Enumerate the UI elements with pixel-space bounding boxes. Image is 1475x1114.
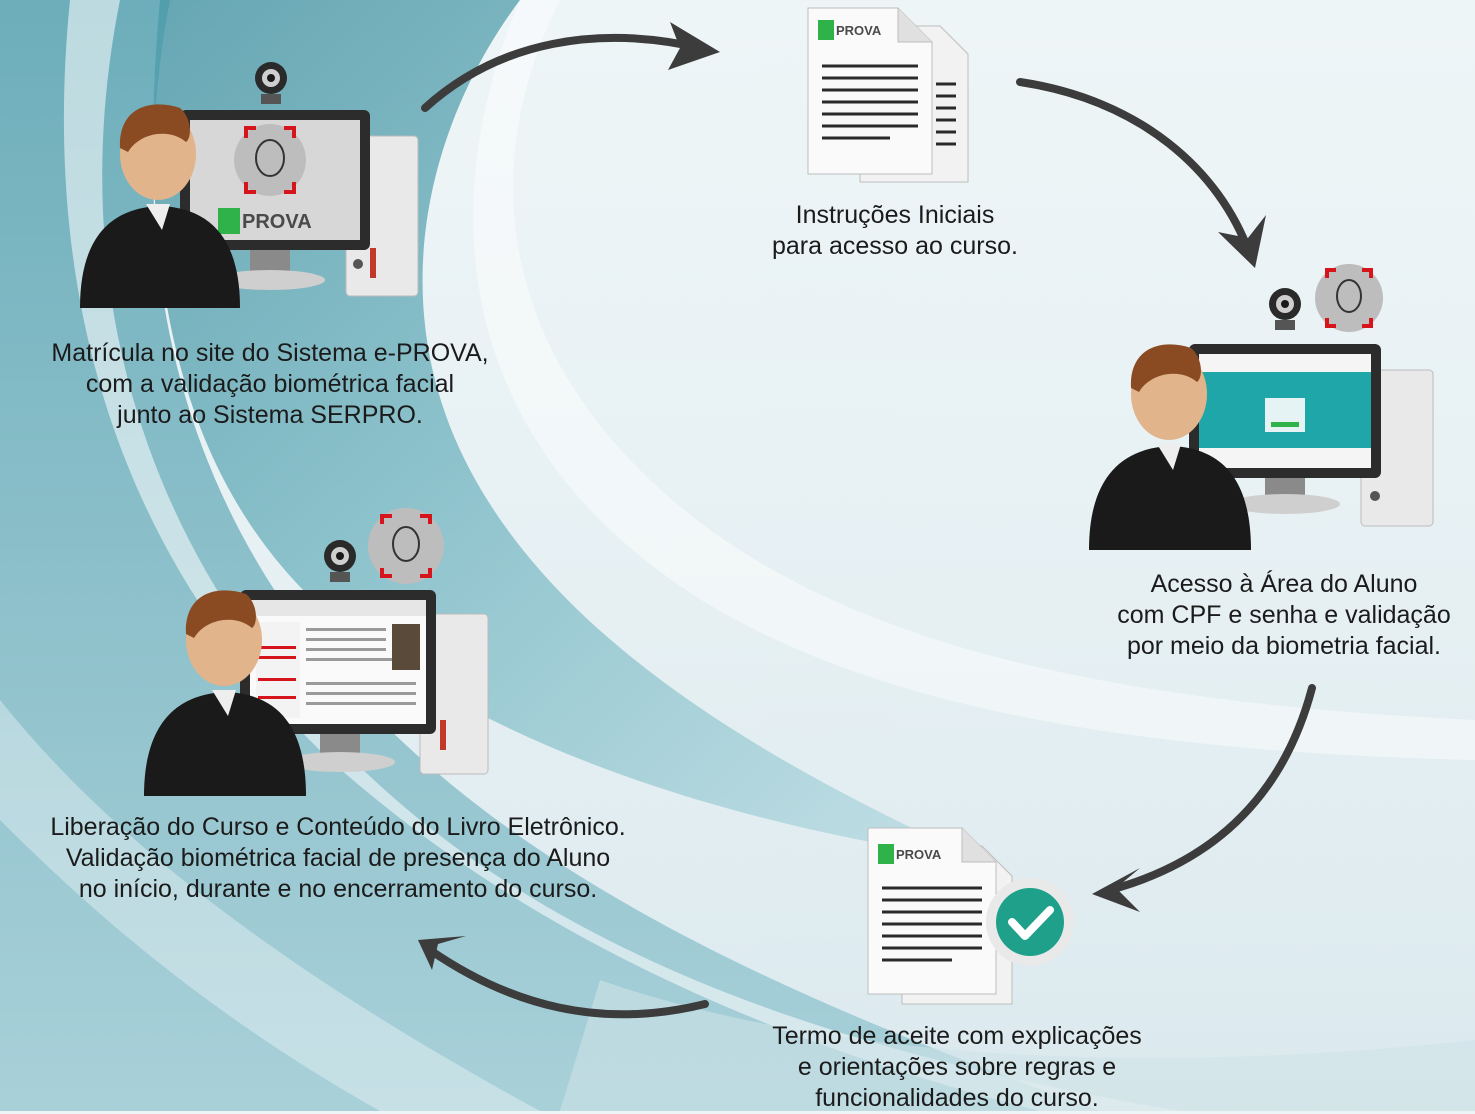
caption-line: para acesso ao curso. <box>772 232 1018 260</box>
svg-text:PROVA: PROVA <box>242 211 312 233</box>
monitor-icon <box>1189 344 1381 514</box>
caption-line: com CPF e senha e validação <box>1117 601 1451 629</box>
face-scan-icon <box>368 508 444 584</box>
step-acesso-illustration <box>1085 260 1445 556</box>
step-liberacao-caption: Liberação do Curso e Conteúdo do Livro E… <box>8 812 668 905</box>
document-check-icon: PROVA <box>867 827 1074 1005</box>
caption-line: Acesso à Área do Aluno <box>1150 570 1418 598</box>
step-termo-illustration: PROVA <box>862 826 1092 1006</box>
svg-text:PROVA: PROVA <box>896 847 942 862</box>
webcam-icon <box>324 540 356 582</box>
step-liberacao-illustration <box>140 506 500 796</box>
arrowhead-1 <box>668 22 720 70</box>
webcam-icon <box>255 62 287 104</box>
caption-line: junto ao Sistema SERPRO. <box>117 401 423 429</box>
user-avatar-icon <box>1089 344 1251 550</box>
step-acesso-caption: Acesso à Área do Aluno com CPF e senha e… <box>1095 569 1473 662</box>
svg-text:PROVA: PROVA <box>836 23 882 38</box>
arrowhead-3 <box>1092 868 1140 912</box>
arrow-1-to-2 <box>421 33 704 112</box>
caption-line: e orientações sobre regras e <box>797 1053 1117 1081</box>
caption-line: com a validação biométrica facial <box>85 370 455 398</box>
monitor-icon <box>240 590 436 772</box>
caption-line: Matrícula no site do Sistema e-PROVA, <box>51 339 489 367</box>
arrow-2-to-3 <box>1016 78 1254 259</box>
arrow-4-to-5 <box>426 946 709 1019</box>
caption-line: funcionalidades do curso. <box>815 1084 1099 1112</box>
step-matricula-illustration: PROVA <box>70 58 430 318</box>
step-matricula-caption: Matrícula no site do Sistema e-PROVA, co… <box>15 338 525 431</box>
pc-tower-icon <box>419 613 489 775</box>
caption-line: Termo de aceite com explicações <box>772 1022 1142 1050</box>
arrow-3-to-4 <box>1106 684 1316 894</box>
arrowhead-4 <box>418 936 466 970</box>
e-prova-logo-icon: PROVA <box>218 208 312 234</box>
user-avatar-icon <box>144 590 306 796</box>
caption-line: Liberação do Curso e Conteúdo do Livro E… <box>50 813 626 841</box>
caption-line: Validação biométrica facial de presença … <box>65 844 611 872</box>
caption-line: Instruções Iniciais <box>795 201 995 229</box>
step-termo-caption: Termo de aceite com explicações e orient… <box>742 1021 1172 1114</box>
arrowhead-2 <box>1218 215 1266 268</box>
user-avatar-icon <box>80 104 240 308</box>
step-instrucoes-caption: Instruções Iniciais para acesso ao curso… <box>735 200 1055 262</box>
step-instrucoes-illustration: PROVA <box>800 4 980 184</box>
caption-line: no início, durante e no encerramento do … <box>78 875 598 903</box>
documents-icon: PROVA <box>807 7 969 183</box>
webcam-icon <box>1269 288 1301 330</box>
face-scan-icon <box>1315 264 1383 332</box>
caption-line: por meio da biometria facial. <box>1126 632 1442 660</box>
face-scan-icon <box>234 124 306 196</box>
